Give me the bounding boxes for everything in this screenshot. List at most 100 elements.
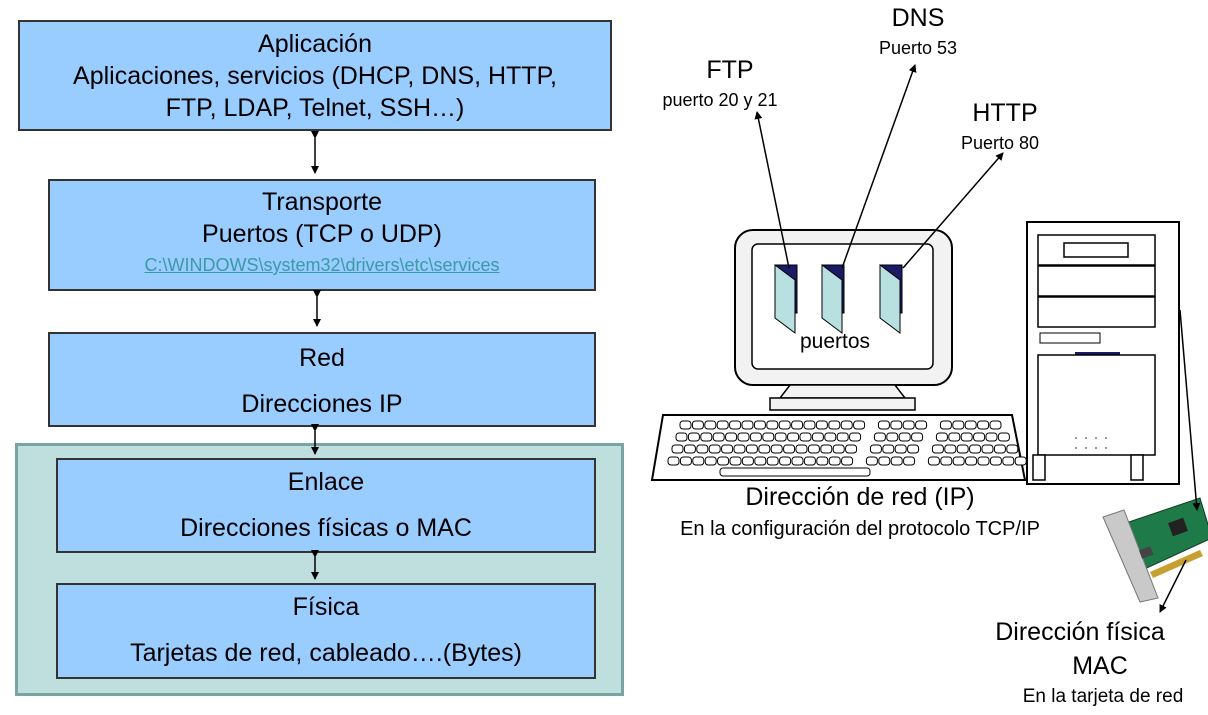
keyboard-key — [890, 420, 903, 430]
keyboard-key — [779, 456, 792, 466]
keyboard-key — [1014, 456, 1027, 466]
keyboard-key — [828, 456, 841, 466]
keyboard-key — [977, 420, 990, 430]
keyboard-icon — [650, 414, 1027, 481]
keyboard-key — [667, 456, 680, 466]
keyboard-key — [725, 432, 738, 442]
keyboard-key — [902, 420, 915, 430]
keyboard-key — [952, 456, 965, 466]
keyboard-key — [803, 456, 816, 466]
keyboard-key — [770, 444, 783, 454]
arrow-dns-port — [841, 64, 917, 269]
keyboard-key — [815, 420, 828, 430]
keyboard-key — [820, 444, 833, 454]
keyboard-key — [783, 444, 796, 454]
arrow-tower-to-card — [1179, 309, 1201, 511]
keyboard-key — [700, 432, 713, 442]
keyboard-key — [993, 444, 1006, 454]
keyboard-key — [721, 444, 734, 454]
keyboard-key — [969, 444, 982, 454]
layer-fisica: Física Tarjetas de red, cableado….(Bytes… — [56, 583, 596, 679]
keyboard-key — [758, 444, 771, 454]
keyboard-key — [1006, 444, 1019, 454]
http-title: HTTP — [972, 99, 1038, 127]
dns-title: DNS — [891, 4, 945, 32]
mac-title-line2: MAC — [1072, 652, 1128, 680]
keyboard-key — [753, 420, 766, 430]
layer-red: Red Direcciones IP — [48, 332, 596, 427]
keyboard-key — [691, 420, 704, 430]
computer-tower-icon — [1026, 221, 1180, 485]
keyboard-key — [692, 456, 705, 466]
keyboard-key — [960, 432, 973, 442]
keyboard-key — [679, 420, 692, 430]
keyboard-key — [741, 420, 754, 430]
layer-red-title: Red — [299, 344, 345, 372]
keyboard-key — [671, 444, 684, 454]
keyboard-key — [973, 432, 986, 442]
keyboard-key — [915, 420, 928, 430]
keyboard-key — [939, 420, 952, 430]
network-card-icon — [1102, 497, 1208, 603]
keyboard-key — [940, 456, 953, 466]
keyboard-key — [997, 432, 1010, 442]
keyboard-spacebar — [719, 467, 871, 477]
keyboard-key — [828, 420, 841, 430]
keyboard-key — [807, 444, 820, 454]
keyboard-key — [708, 444, 721, 454]
keyboard-key — [733, 444, 746, 454]
keyboard-key — [878, 456, 891, 466]
keyboard-key — [935, 432, 948, 442]
keyboard-key — [683, 444, 696, 454]
keyboard-key — [894, 444, 907, 454]
keyboard-key — [903, 456, 916, 466]
keyboard-key — [762, 432, 775, 442]
layer-enlace-line2: Direcciones físicas o MAC — [180, 514, 472, 542]
keyboard-key — [754, 456, 767, 466]
keyboard-key — [836, 432, 849, 442]
keyboard-key — [865, 456, 878, 466]
keyboard-key — [1002, 456, 1015, 466]
keyboard-key — [877, 420, 890, 430]
layer-transporte: Transporte Puertos (TCP o UDP) C:\WINDOW… — [48, 179, 596, 291]
keyboard-key — [927, 456, 940, 466]
keyboard-key — [704, 456, 717, 466]
keyboard-key — [799, 432, 812, 442]
keyboard-key — [729, 456, 742, 466]
keyboard-key — [981, 444, 994, 454]
keyboard-key — [791, 420, 804, 430]
keyboard-key — [716, 420, 729, 430]
keyboard-key — [931, 444, 944, 454]
keyboard-key — [766, 420, 779, 430]
layer-aplicacion-title: Aplicación — [258, 30, 372, 58]
layer-transporte-title: Transporte — [262, 188, 382, 216]
keyboard-key — [841, 456, 854, 466]
keyboard-key — [873, 432, 886, 442]
keyboard-key — [886, 432, 899, 442]
http-port-label: Puerto 80 — [960, 133, 1040, 153]
keyboard-key — [774, 432, 787, 442]
layer-enlace: Enlace Direcciones físicas o MAC — [56, 458, 596, 553]
arrow-card-to-mac — [1159, 559, 1187, 613]
keyboard-key — [749, 432, 762, 442]
keyboard-key — [944, 444, 957, 454]
keyboard-key — [766, 456, 779, 466]
layer-fisica-line2: Tarjetas de red, cableado….(Bytes) — [130, 639, 522, 667]
layer-aplicacion-line2: Aplicaciones, servicios (DHCP, DNS, HTTP… — [73, 62, 557, 90]
keyboard-key — [882, 444, 895, 454]
keyboard-key — [737, 432, 750, 442]
keyboard-key — [964, 420, 977, 430]
keyboard-key — [989, 456, 1002, 466]
keyboard-key — [712, 432, 725, 442]
layer-red-line2: Direcciones IP — [241, 390, 403, 418]
mac-title-line1: Dirección física — [995, 618, 1165, 646]
keyboard-key — [717, 456, 730, 466]
keyboard-key — [985, 432, 998, 442]
keyboard-key — [832, 444, 845, 454]
keyboard-key — [956, 444, 969, 454]
services-file-link[interactable]: C:\WINDOWS\system32\drivers\etc\services — [144, 255, 500, 275]
ip-address-title: Dirección de red (IP) — [745, 483, 975, 511]
keyboard-key — [787, 432, 800, 442]
keyboard-key — [898, 432, 911, 442]
keyboard-key — [729, 420, 742, 430]
